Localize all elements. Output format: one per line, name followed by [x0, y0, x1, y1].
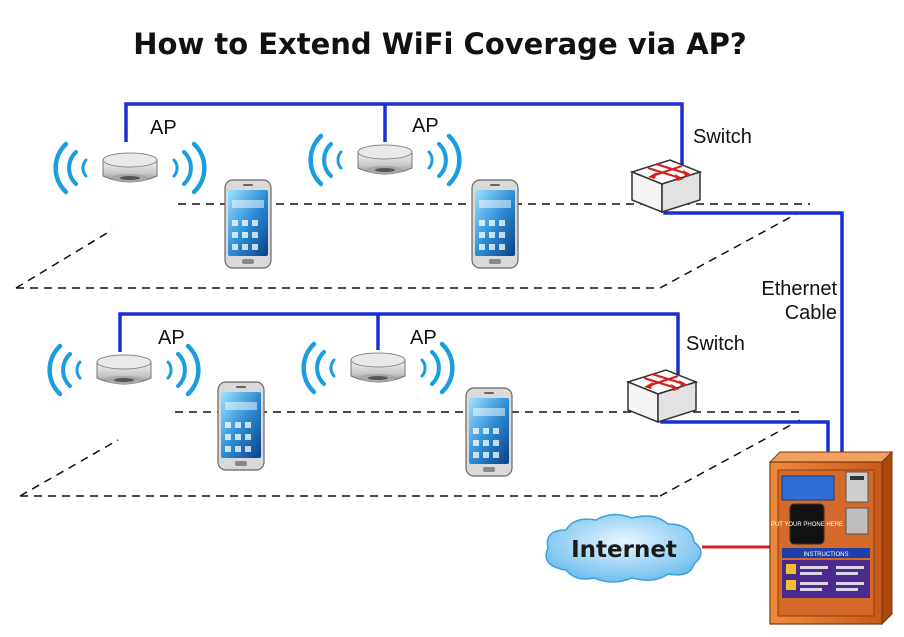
- floor-plane-lower: [19, 411, 801, 497]
- access-point-upper-middle: [311, 136, 460, 184]
- switch-label: Switch: [693, 126, 752, 148]
- ap-label: AP: [410, 327, 437, 349]
- ap-label: AP: [150, 117, 177, 139]
- smartphone-icon: [224, 179, 272, 269]
- wifi-signal-icon: [311, 136, 341, 184]
- cloud-icon: [545, 513, 702, 583]
- ethernet-cables: [118, 102, 844, 458]
- switch-label: Switch: [686, 333, 745, 355]
- ethernet-cable-label: Cable: [785, 302, 837, 324]
- internet-cloud: Internet: [545, 513, 702, 583]
- wifi-signal-icon: [304, 344, 334, 392]
- switch-icon: [626, 368, 698, 424]
- ethernet-cable-label: Ethernet: [761, 278, 837, 300]
- access-point-lower-middle: [304, 344, 453, 392]
- page-title: How to Extend WiFi Coverage via AP?: [133, 27, 747, 61]
- wifi-signal-icon: [422, 344, 452, 392]
- wifi-signal-icon: [174, 144, 204, 192]
- access-point-lower-left: [50, 346, 199, 394]
- access-point-upper-left: [56, 144, 205, 192]
- ap-label: AP: [158, 327, 185, 349]
- kiosk-instructions-label: INSTRUCTIONS: [804, 552, 849, 558]
- wifi-signal-icon: [56, 144, 86, 192]
- kiosk-screen-text: PUT YOUR PHONE HERE: [771, 522, 843, 528]
- access-point-icon: [350, 352, 406, 383]
- access-point-icon: [96, 354, 152, 385]
- wifi-signal-icon: [429, 136, 459, 184]
- smartphone-icon: [217, 381, 265, 471]
- access-point-icon: [357, 144, 413, 175]
- ap-label: AP: [412, 115, 439, 137]
- access-point-icon: [102, 152, 158, 183]
- smartphone-icon: [471, 179, 519, 269]
- smartphone-icon: [465, 387, 513, 477]
- internet-label: Internet: [571, 537, 677, 563]
- wifi-signal-icon: [50, 346, 80, 394]
- floor-plane-upper: [15, 203, 810, 289]
- charging-kiosk: PUT YOUR PHONE HERE INSTRUCTIONS: [768, 450, 894, 626]
- phone-slot: [789, 503, 825, 545]
- kiosk-display: [781, 475, 835, 501]
- wifi-signal-icon: [168, 346, 198, 394]
